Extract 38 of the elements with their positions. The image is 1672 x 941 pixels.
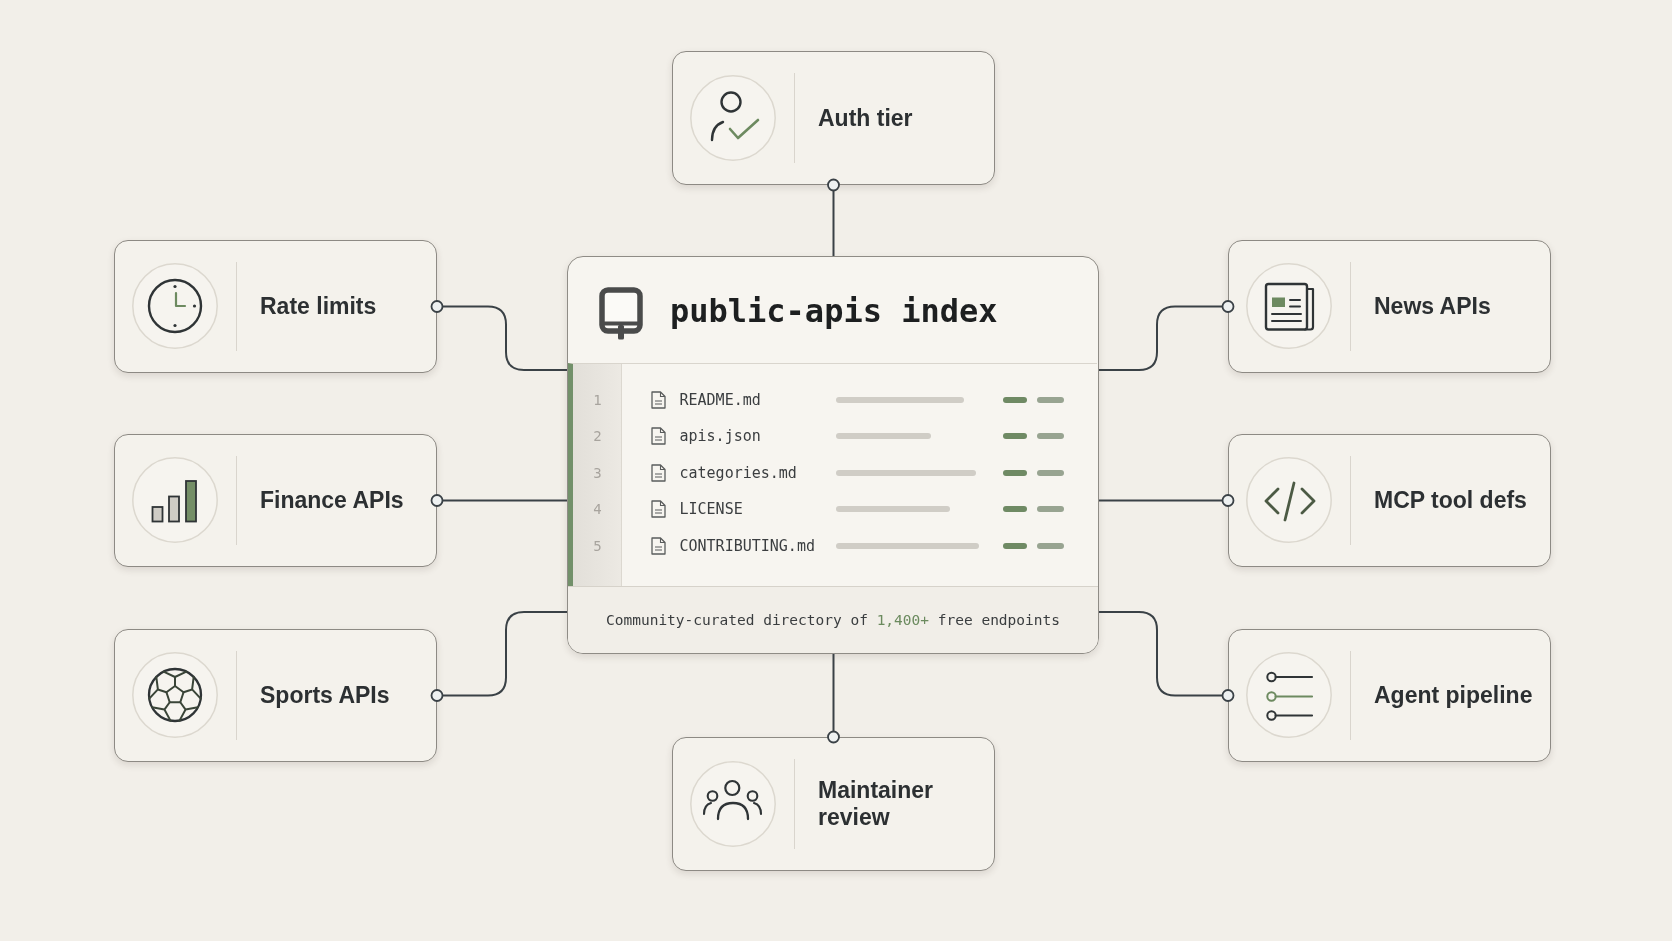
file-name: categories.md bbox=[679, 462, 797, 483]
file-name: apis.json bbox=[679, 426, 761, 447]
line-number: 5 bbox=[593, 536, 602, 556]
connector-line bbox=[1098, 611, 1235, 702]
topic-card bbox=[114, 240, 437, 373]
card-label: Maintainer review bbox=[818, 777, 935, 831]
card-label: Agent pipeline bbox=[1374, 682, 1533, 709]
topic-card bbox=[672, 737, 995, 871]
card-label: Sports APIs bbox=[260, 682, 390, 709]
connector-line bbox=[827, 653, 840, 744]
card-title: public-apis index bbox=[670, 291, 998, 331]
line-number: 4 bbox=[593, 500, 602, 520]
file-name: LICENSE bbox=[679, 499, 743, 520]
index-card bbox=[567, 256, 1099, 654]
connector-line bbox=[430, 611, 568, 702]
topic-card bbox=[1228, 434, 1551, 567]
connector-line bbox=[430, 494, 568, 507]
topic-card bbox=[114, 629, 437, 762]
topic-card bbox=[1228, 629, 1551, 762]
card-label: Auth tier bbox=[818, 104, 913, 132]
file-list-panel bbox=[568, 363, 1097, 586]
file-name: README.md bbox=[679, 390, 761, 410]
connector-line bbox=[430, 300, 568, 371]
connector-line bbox=[1098, 494, 1235, 507]
connector-line bbox=[827, 178, 840, 257]
topic-card bbox=[114, 434, 437, 567]
connector-line bbox=[1098, 300, 1235, 371]
card-label: News APIs bbox=[1374, 293, 1491, 320]
topic-card bbox=[672, 51, 995, 185]
footer-note: Community-curated directory of 1,400+ free endpoints bbox=[606, 611, 1060, 630]
card-label: Finance APIs bbox=[260, 487, 404, 514]
card-label: Rate limits bbox=[260, 293, 377, 320]
line-number: 2 bbox=[593, 427, 602, 447]
line-number: 3 bbox=[593, 463, 602, 483]
card-label: MCP tool defs bbox=[1374, 487, 1527, 514]
topic-card bbox=[1228, 240, 1551, 373]
line-number: 1 bbox=[593, 391, 602, 410]
file-name: CONTRIBUTING.md bbox=[679, 535, 815, 556]
